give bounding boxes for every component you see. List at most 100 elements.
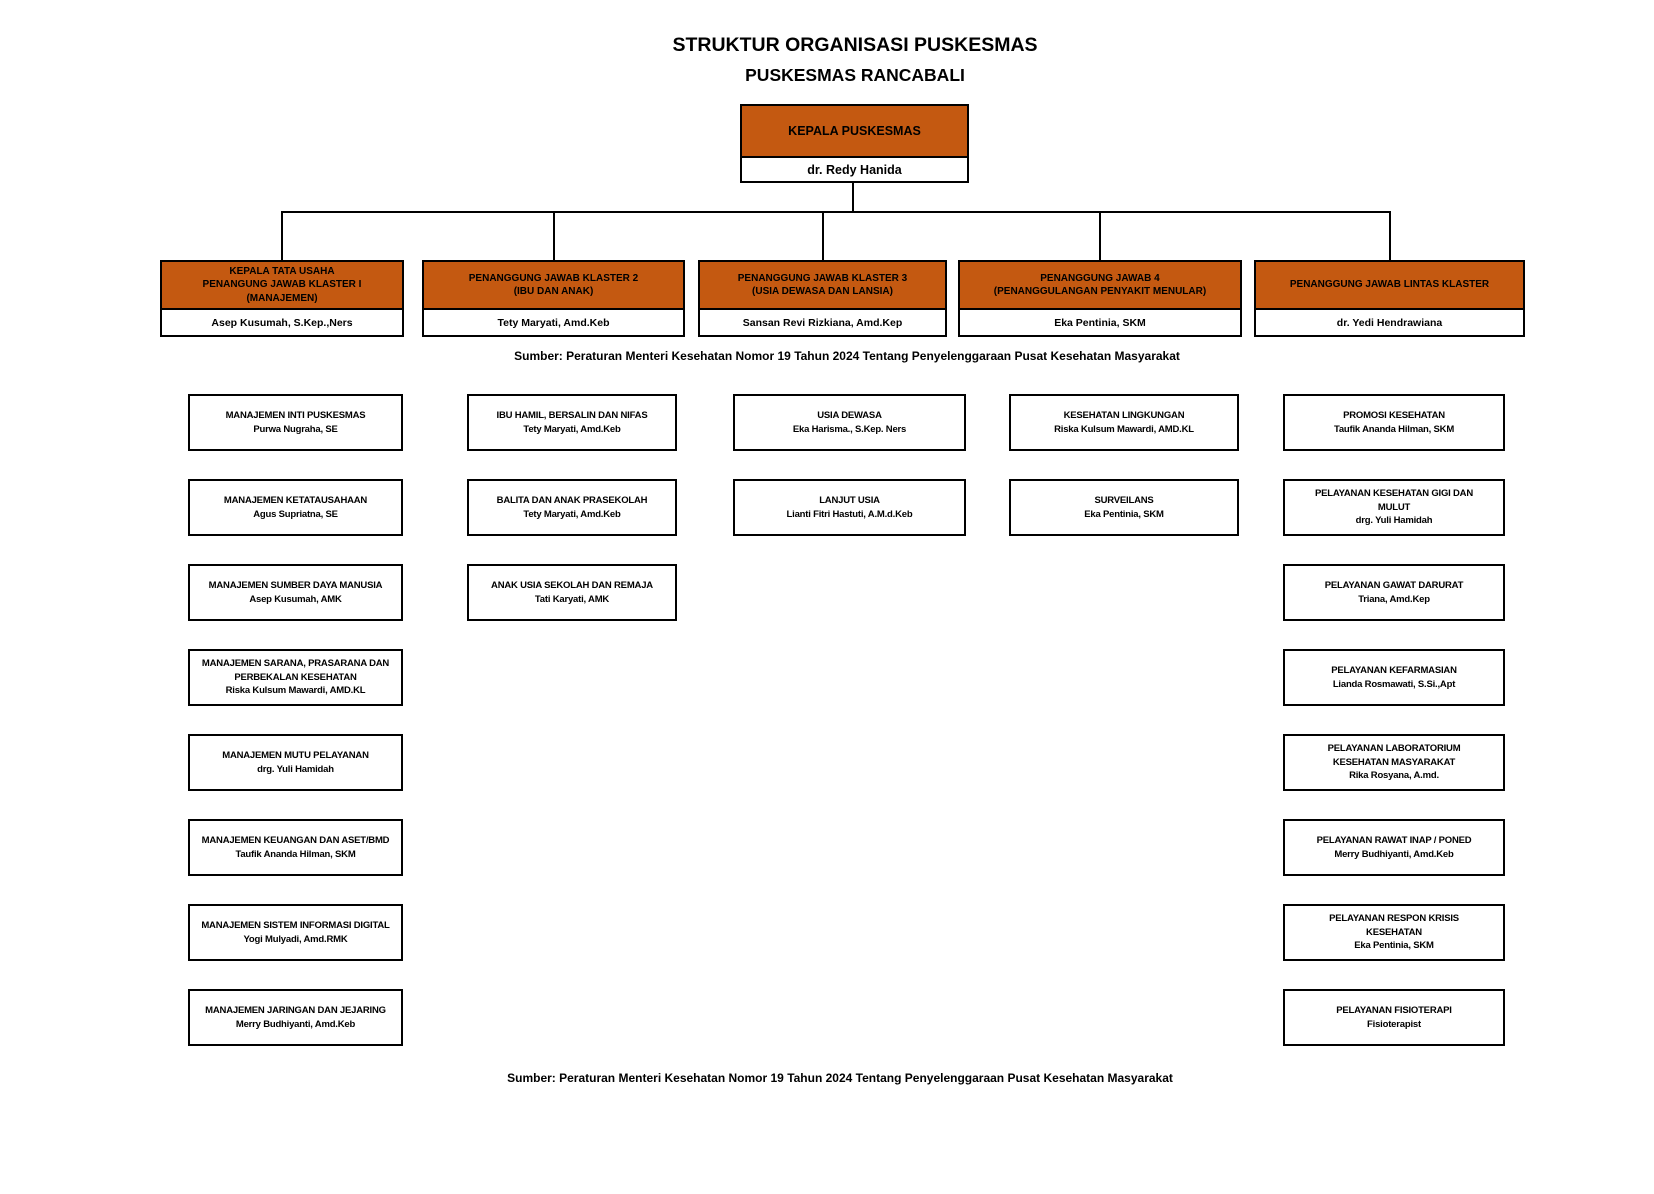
org-unit-title: MANAJEMEN KETATAUSAHAAN [223,494,368,506]
org-unit-title: MANAJEMEN MUTU PELAYANAN [222,749,369,761]
org-unit-name: Rika Rosyana, A.md. [1349,770,1439,782]
org-unit-name: Triana, Amd.Kep [1358,593,1430,605]
org-unit-title: PELAYANAN LABORATORIUM KESEHATAN MASYARA… [1327,742,1461,768]
org-unit-title: ANAK USIA SEKOLAH DAN REMAJA [491,579,653,591]
org-unit-box: IBU HAMIL, BERSALIN DAN NIFAS Tety Marya… [467,394,677,451]
org-unit-box: MANAJEMEN SARANA, PRASARANA DAN PERBEKAL… [188,649,403,706]
branch-holder-name: Sansan Revi Rizkiana, Amd.Kep [742,316,903,329]
branch-holder-name: dr. Yedi Hendrawiana [1336,316,1443,329]
branch-box-klaster-3-usia-dewasa-lansia: PENANGGUNG JAWAB KLASTER 3 (USIA DEWASA … [698,260,947,337]
head-box-title: KEPALA PUSKESMAS [742,106,967,158]
org-unit-box: SURVEILANS Eka Pentinia, SKM [1009,479,1239,536]
org-unit-title: KESEHATAN LINGKUNGAN [1063,409,1185,421]
org-unit-name: Tati Karyati, AMK [534,593,610,605]
org-unit-title: PROMOSI KESEHATAN [1343,409,1445,421]
org-unit-title: SURVEILANS [1094,494,1154,506]
org-unit-title: MANAJEMEN SISTEM INFORMASI DIGITAL [201,919,390,931]
branch-holder-name: Eka Pentinia, SKM [1054,316,1146,329]
org-unit-box: BALITA DAN ANAK PRASEKOLAH Tety Maryati,… [467,479,677,536]
source-note-bottom: Sumber: Peraturan Menteri Kesehatan Nomo… [507,1071,1173,1085]
branch-holder-name: Tety Maryati, Amd.Keb [497,316,610,329]
org-unit-name: Asep Kusumah, AMK [249,593,342,605]
branch-box-klaster-2-ibu-anak: PENANGGUNG JAWAB KLASTER 2 (IBU DAN ANAK… [422,260,685,337]
org-unit-name: drg. Yuli Hamidah [257,763,334,775]
column-penanggulangan-penyakit-menular: KESEHATAN LINGKUNGAN Riska Kulsum Maward… [1009,394,1239,536]
org-unit-box: PELAYANAN FISIOTERAPI Fisioterapist [1283,989,1505,1046]
org-unit-name: drg. Yuli Hamidah [1355,515,1433,527]
org-unit-box: MANAJEMEN KETATAUSAHAAN Agus Supriatna, … [188,479,403,536]
org-unit-name: Yogi Mulyadi, Amd.RMK [243,933,348,945]
org-unit-name: Merry Budhiyanti, Amd.Keb [235,1018,356,1030]
org-unit-box: PROMOSI KESEHATAN Taufik Ananda Hilman, … [1283,394,1505,451]
org-unit-title: PELAYANAN KESEHATAN GIGI DAN MULUT [1314,487,1474,513]
org-unit-title: MANAJEMEN SARANA, PRASARANA DAN PERBEKAL… [201,657,390,683]
org-unit-box: MANAJEMEN MUTU PELAYANAN drg. Yuli Hamid… [188,734,403,791]
org-unit-box: PELAYANAN KEFARMASIAN Lianda Rosmawati, … [1283,649,1505,706]
org-unit-name: Fisioterapist [1367,1018,1421,1030]
org-unit-box: USIA DEWASA Eka Harisma., S.Kep. Ners [733,394,966,451]
org-unit-box: MANAJEMEN SUMBER DAYA MANUSIA Asep Kusum… [188,564,403,621]
org-unit-name: Tety Maryati, Amd.Keb [523,423,621,435]
branch-title: PENANGGUNG JAWAB 4 (PENANGGULANGAN PENYA… [960,262,1240,310]
org-unit-box: MANAJEMEN SISTEM INFORMASI DIGITAL Yogi … [188,904,403,961]
org-unit-name: Lianti Fitri Hastuti, A.M.d.Keb [786,508,913,520]
org-unit-name: Riska Kulsum Mawardi, AMD.KL [225,685,366,697]
org-unit-name: Agus Supriatna, SE [253,508,338,520]
connector-line-head [852,183,854,213]
org-unit-name: Eka Pentinia, SKM [1084,508,1164,520]
branch-box-lintas-klaster: PENANGGUNG JAWAB LINTAS KLASTER dr. Yedi… [1254,260,1525,337]
org-unit-title: PELAYANAN RESPON KRISIS KESEHATAN [1329,912,1459,938]
org-unit-title: PELAYANAN KEFARMASIAN [1331,664,1457,676]
org-unit-title: PELAYANAN GAWAT DARURAT [1324,579,1464,591]
org-unit-box: PELAYANAN GAWAT DARURAT Triana, Amd.Kep [1283,564,1505,621]
connector-line-branch-1 [281,211,283,260]
org-unit-title: PELAYANAN FISIOTERAPI [1336,1004,1452,1016]
connector-line-branch-3 [822,211,824,260]
org-unit-name: Lianda Rosmawati, S.Si.,Apt [1332,678,1456,690]
org-unit-box: PELAYANAN RAWAT INAP / PONED Merry Budhi… [1283,819,1505,876]
org-unit-name: Taufik Ananda Hilman, SKM [1333,423,1455,435]
org-unit-title: MANAJEMEN KEUANGAN DAN ASET/BMD [201,834,390,846]
org-unit-box: KESEHATAN LINGKUNGAN Riska Kulsum Maward… [1009,394,1239,451]
column-usia-dewasa-dan-lansia: USIA DEWASA Eka Harisma., S.Kep. Ners LA… [733,394,966,536]
head-box-name: dr. Redy Hanida [807,162,902,177]
branch-title: KEPALA TATA USAHA PENANGUNG JAWAB KLASTE… [162,262,402,310]
org-unit-title: IBU HAMIL, BERSALIN DAN NIFAS [496,409,648,421]
org-unit-name: Purwa Nugraha, SE [253,423,338,435]
org-unit-title: MANAJEMEN JARINGAN DAN JEJARING [205,1004,386,1016]
org-unit-name: Merry Budhiyanti, Amd.Keb [1334,848,1454,860]
source-note-top: Sumber: Peraturan Menteri Kesehatan Nomo… [514,349,1180,363]
connector-line-branch-4 [1099,211,1101,260]
org-unit-title: PELAYANAN RAWAT INAP / PONED [1316,834,1472,846]
page-subtitle: PUSKESMAS RANCABALI [745,65,965,85]
branch-title: PENANGGUNG JAWAB KLASTER 3 (USIA DEWASA … [700,262,945,310]
org-unit-title: MANAJEMEN INTI PUSKESMAS [225,409,366,421]
branch-title: PENANGGUNG JAWAB LINTAS KLASTER [1256,262,1523,310]
org-unit-title: MANAJEMEN SUMBER DAYA MANUSIA [208,579,383,591]
connector-line-horizontal [281,211,1391,213]
org-unit-box: MANAJEMEN INTI PUSKESMAS Purwa Nugraha, … [188,394,403,451]
branch-box-klaster-1-manajemen: KEPALA TATA USAHA PENANGUNG JAWAB KLASTE… [160,260,404,337]
org-unit-box: LANJUT USIA Lianti Fitri Hastuti, A.M.d.… [733,479,966,536]
branch-box-klaster-4-penyakit-menular: PENANGGUNG JAWAB 4 (PENANGGULANGAN PENYA… [958,260,1242,337]
org-unit-name: Taufik Ananda Hilman, SKM [235,848,356,860]
org-unit-title: USIA DEWASA [817,409,882,421]
org-unit-name: Eka Harisma., S.Kep. Ners [792,423,907,435]
connector-line-branch-2 [553,211,555,260]
org-unit-name: Riska Kulsum Mawardi, AMD.KL [1054,423,1194,435]
head-box-kepala-puskesmas: KEPALA PUSKESMAS dr. Redy Hanida [740,104,969,183]
org-unit-box: ANAK USIA SEKOLAH DAN REMAJA Tati Karyat… [467,564,677,621]
org-unit-box: PELAYANAN RESPON KRISIS KESEHATAN Eka Pe… [1283,904,1505,961]
org-unit-name: Tety Maryati, Amd.Keb [523,508,621,520]
org-unit-title: BALITA DAN ANAK PRASEKOLAH [496,494,648,506]
branch-title: PENANGGUNG JAWAB KLASTER 2 (IBU DAN ANAK… [424,262,683,310]
org-unit-title: LANJUT USIA [819,494,880,506]
column-manajemen: MANAJEMEN INTI PUSKESMAS Purwa Nugraha, … [188,394,403,1046]
org-unit-box: MANAJEMEN JARINGAN DAN JEJARING Merry Bu… [188,989,403,1046]
column-ibu-dan-anak: IBU HAMIL, BERSALIN DAN NIFAS Tety Marya… [467,394,677,621]
org-unit-name: Eka Pentinia, SKM [1354,940,1434,952]
org-unit-box: PELAYANAN LABORATORIUM KESEHATAN MASYARA… [1283,734,1505,791]
column-lintas-klaster: PROMOSI KESEHATAN Taufik Ananda Hilman, … [1283,394,1505,1046]
connector-line-branch-5 [1389,211,1391,260]
branch-holder-name: Asep Kusumah, S.Kep.,Ners [211,316,353,329]
